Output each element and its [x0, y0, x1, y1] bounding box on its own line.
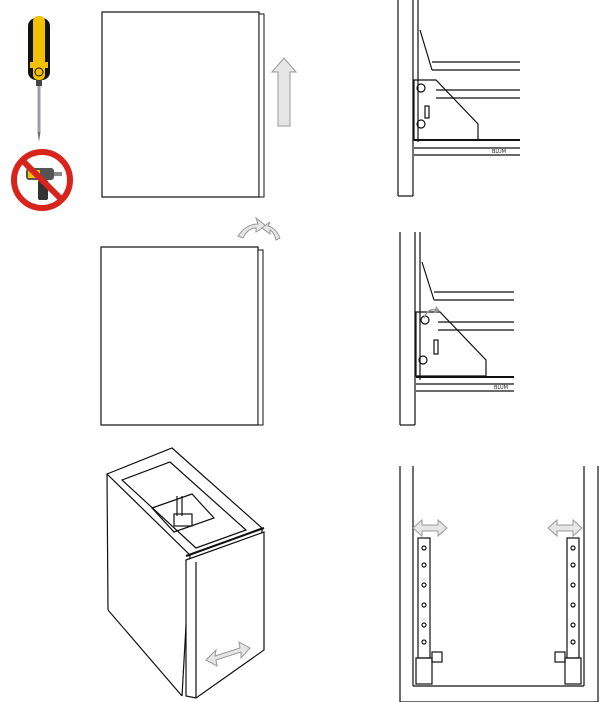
rail-detail-middle [399, 232, 514, 426]
cabinet-isometric [105, 447, 265, 699]
brand-label-top: BLUM [492, 149, 506, 155]
small-rotate-icon [423, 306, 440, 319]
door-panel-middle [100, 246, 264, 426]
up-arrow-icon [270, 57, 298, 127]
rail-detail-top [397, 0, 520, 197]
door-panel-top [101, 11, 265, 198]
screwdriver-icon [28, 16, 50, 142]
double-arrow-icon [205, 641, 251, 667]
brand-label-middle: BLUM [494, 385, 508, 391]
no-power-drill-icon [11, 149, 73, 211]
double-arrow-icon [412, 518, 448, 538]
rotate-arrows-icon [237, 216, 281, 241]
double-arrow-icon [547, 518, 583, 538]
rails-front-view [399, 466, 599, 702]
